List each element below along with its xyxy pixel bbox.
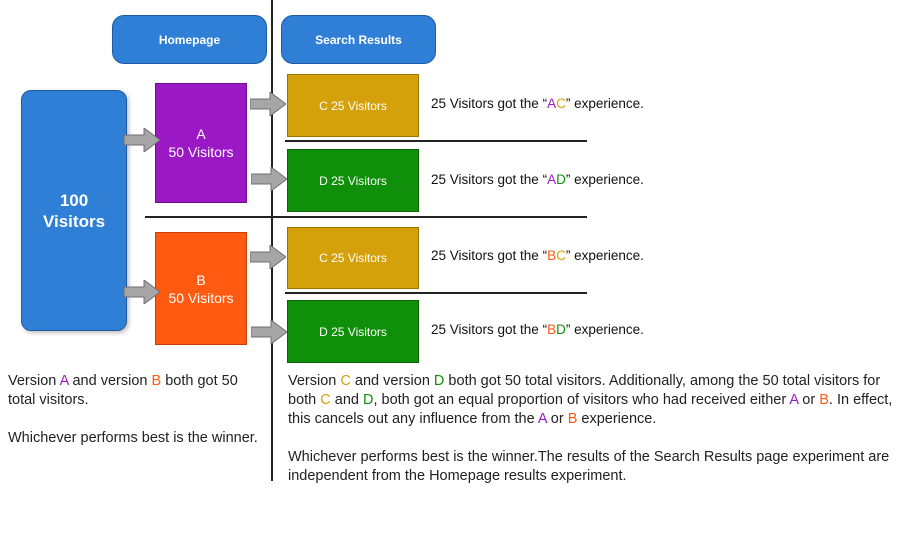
left-explanation: Version A and version B both got 50 tota…: [8, 372, 258, 448]
vertical-divider: [271, 0, 273, 481]
left-paragraph-1: Version A and version B both got 50 tota…: [8, 373, 238, 408]
divider-ab: [145, 216, 587, 218]
divider-b-cd: [285, 292, 587, 294]
right-explanation: Version C and version D both got 50 tota…: [288, 372, 893, 486]
search-results-header: Search Results: [281, 15, 436, 64]
version-b-box: B 50 Visitors: [155, 232, 247, 345]
version-a-box: A 50 Visitors: [155, 83, 247, 203]
right-paragraph-2: Whichever performs best is the winner.Th…: [288, 449, 890, 484]
left-paragraph-2: Whichever performs best is the winner.: [8, 430, 258, 446]
version-c-top-box: C 25 Visitors: [287, 74, 419, 137]
arrow-a-to-c: [250, 92, 286, 116]
total-visitors-box: 100 Visitors: [21, 90, 127, 331]
arrow-to-b: [124, 280, 160, 304]
homepage-header: Homepage: [112, 15, 267, 64]
experience-ad-label: 25 Visitors got the “AD” experience.: [431, 172, 644, 187]
divider-a-cd: [285, 140, 587, 142]
version-d-top-box: D 25 Visitors: [287, 149, 419, 212]
experience-bc-label: 25 Visitors got the “BC” experience.: [431, 248, 644, 263]
arrow-a-to-d: [251, 167, 287, 191]
version-c-bottom-box: C 25 Visitors: [287, 227, 419, 289]
right-paragraph-1: Version C and version D both got 50 tota…: [288, 373, 893, 427]
arrow-b-to-c: [250, 245, 286, 269]
experience-bd-label: 25 Visitors got the “BD” experience.: [431, 322, 644, 337]
arrow-b-to-d: [251, 320, 287, 344]
arrow-to-a: [124, 128, 160, 152]
experience-ac-label: 25 Visitors got the “AC” experience.: [431, 96, 644, 111]
version-d-bottom-box: D 25 Visitors: [287, 300, 419, 363]
